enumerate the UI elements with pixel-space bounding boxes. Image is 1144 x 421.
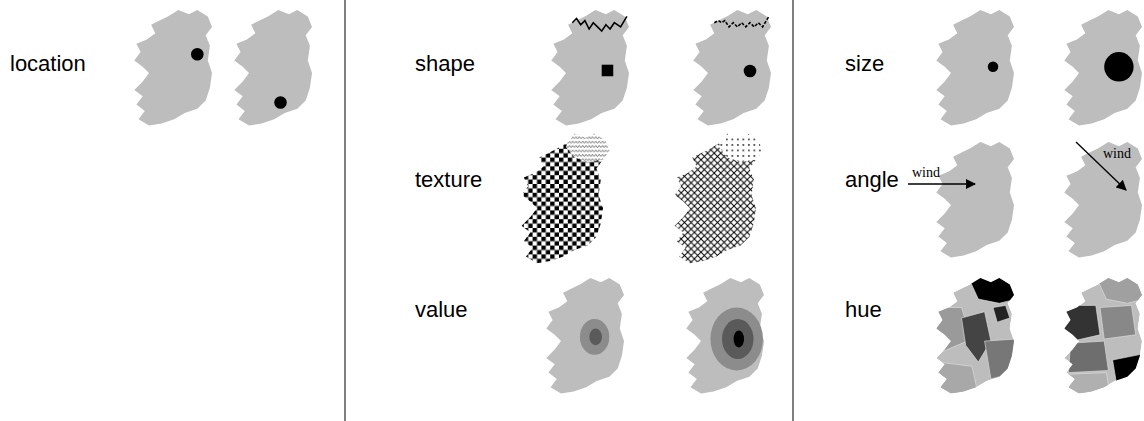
line-symbol (572, 16, 627, 31)
map-ireland (546, 278, 624, 394)
square-symbol (602, 65, 614, 77)
textured-area (566, 133, 610, 162)
wind-arrow (908, 183, 975, 184)
map-ireland (551, 10, 629, 125)
region (930, 362, 978, 396)
point-symbol (1104, 52, 1133, 81)
variable-name: angle (845, 168, 899, 192)
region (1069, 341, 1109, 373)
island (134, 10, 212, 125)
map-ireland (693, 10, 771, 125)
island (1064, 10, 1142, 125)
map-ireland (675, 133, 763, 263)
region (1113, 354, 1144, 386)
region (993, 305, 1010, 322)
map-ireland (686, 278, 764, 394)
variable-name: value (415, 298, 468, 322)
region (985, 339, 1017, 379)
map-ireland (234, 10, 312, 125)
region (1058, 305, 1100, 341)
island (936, 142, 1014, 258)
divider (793, 0, 794, 421)
map-ireland (936, 142, 1014, 258)
map-ireland (930, 276, 1016, 396)
island (936, 10, 1014, 125)
textured-area (719, 133, 763, 162)
value-zone (734, 331, 745, 348)
map-ireland (936, 10, 1014, 125)
variable-name: shape (415, 52, 475, 76)
island (686, 278, 764, 394)
point-symbol (744, 65, 757, 78)
map-ireland (1064, 10, 1142, 125)
value-zone (589, 329, 602, 346)
point-symbol (274, 96, 287, 109)
point-symbol (988, 62, 999, 72)
variable-name: size (845, 52, 884, 76)
arrow-label: wind (912, 165, 940, 180)
map-ireland (134, 10, 212, 125)
island (234, 10, 312, 125)
region (962, 312, 991, 362)
map-ireland (1058, 276, 1144, 396)
region (1096, 276, 1144, 303)
map-ireland (522, 133, 610, 263)
value-zone (580, 319, 609, 355)
map-ireland (1064, 142, 1142, 258)
island (1064, 142, 1142, 258)
variable-name: location (10, 52, 86, 76)
value-zone (722, 319, 754, 359)
point-symbol (191, 48, 204, 61)
island (546, 278, 624, 394)
line-symbol (714, 16, 769, 27)
region (1100, 305, 1136, 339)
value-zone (710, 308, 763, 371)
island (693, 10, 771, 125)
island (551, 10, 629, 125)
region (1058, 373, 1111, 396)
arrow-label: wind (1103, 146, 1131, 161)
region (968, 276, 1016, 303)
variable-name: hue (845, 298, 882, 322)
divider (345, 0, 346, 421)
variable-name: texture (415, 168, 482, 192)
